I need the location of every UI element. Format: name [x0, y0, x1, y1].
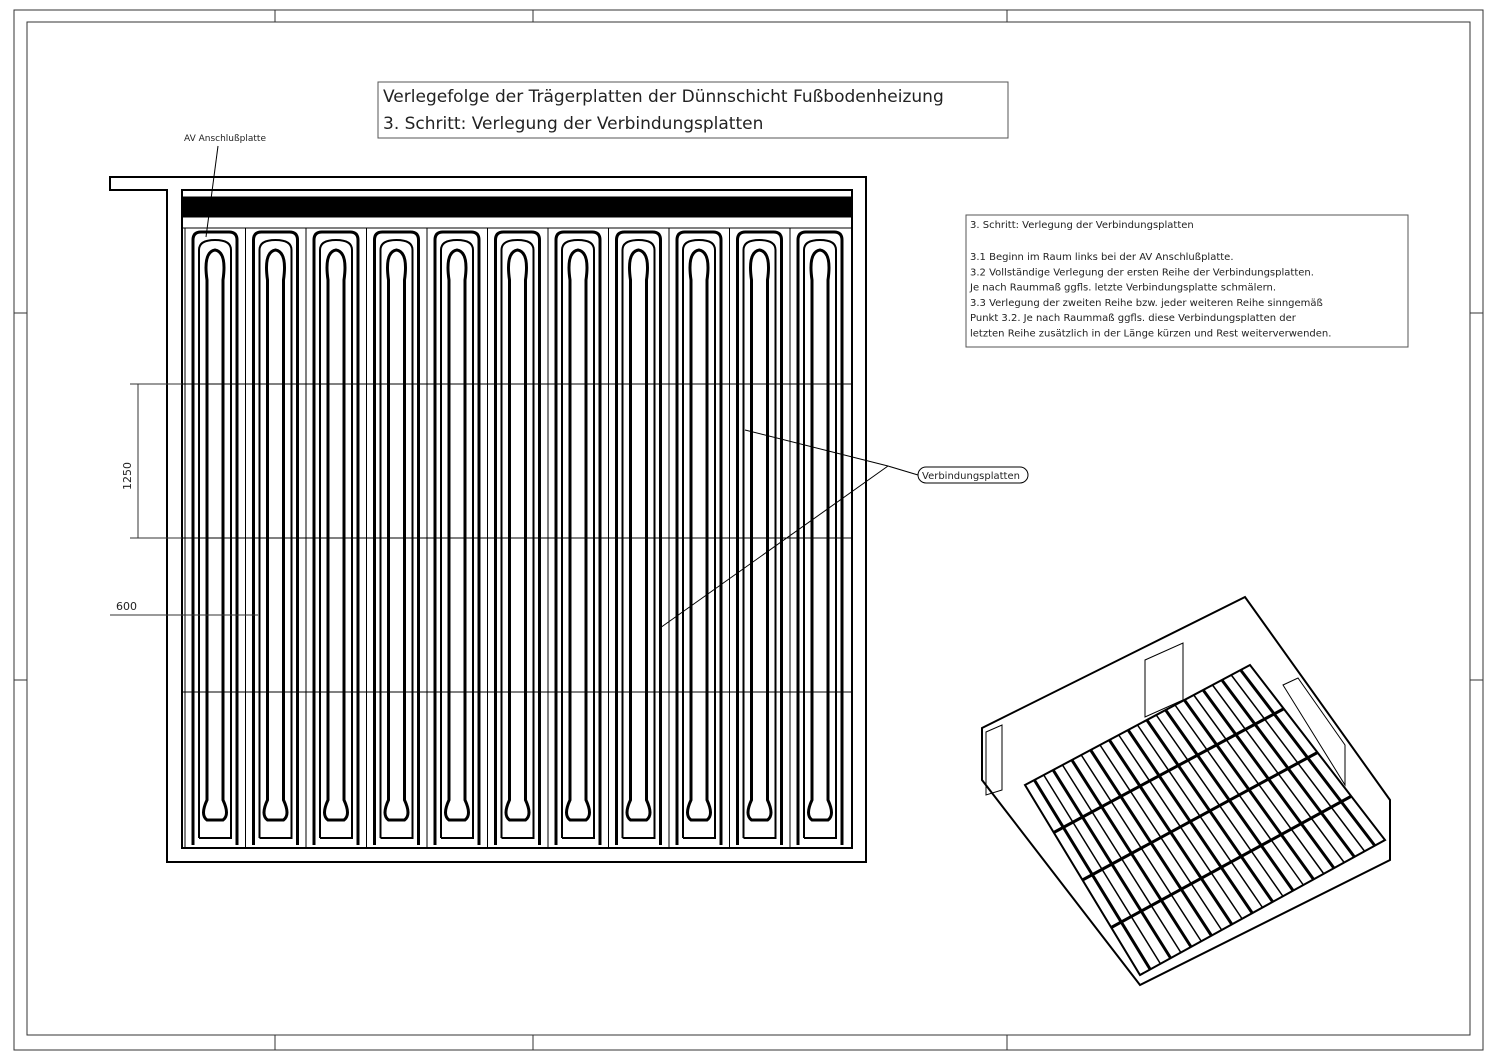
iso-wall-stub: [985, 724, 1003, 796]
heating-pipe-outer: [736, 230, 783, 845]
heating-pipe-inner: [565, 248, 591, 822]
heating-pipe-inner: [504, 248, 531, 822]
plate-row-lines: [182, 227, 852, 693]
heating-pipe-middle: [319, 238, 353, 839]
heating-pipe-outer: [312, 230, 360, 845]
heating-pipe-inner: [383, 248, 410, 822]
heating-pipe-outer: [373, 230, 420, 845]
instruction-line: 3.1 Beginn im Raum links bei der AV Ansc…: [970, 252, 1234, 263]
heating-pipe-outer: [675, 230, 723, 845]
instruction-line: letzten Reihe zusätzlich in der Länge kü…: [970, 329, 1331, 340]
iso-walls: [981, 595, 1391, 987]
dim-1250: 1250: [121, 462, 134, 490]
title-line-1: Verlegefolge der Trägerplatten der Dünns…: [383, 87, 944, 107]
sheet-inner-border: [26, 21, 1471, 1036]
heating-pipe-middle: [500, 238, 535, 839]
instruction-line: Punkt 3.2. Je nach Raummaß ggfls. diese …: [970, 313, 1297, 324]
heating-pipe-outer: [191, 230, 239, 845]
dim-600: 600: [116, 600, 137, 613]
heating-pipe-outer: [554, 230, 602, 845]
heating-pipe-middle: [198, 238, 232, 839]
heating-pipe-middle: [379, 238, 414, 839]
connection-plates-label: Verbindungsplatten: [922, 471, 1020, 482]
instruction-line: 3.2 Vollständige Verlegung der ersten Re…: [970, 267, 1314, 278]
heating-pipe-middle: [621, 238, 656, 839]
outer-wall: [109, 176, 867, 863]
instructions-box: [965, 214, 1409, 348]
iso-plate-row: [1110, 794, 1352, 929]
instruction-line: 3.3 Verlegung der zweiten Reihe bzw. jed…: [970, 298, 1323, 309]
heating-pipe-middle: [742, 238, 777, 839]
heating-pipe-outer: [494, 230, 541, 845]
sheet-zone-ticks: [14, 10, 1483, 1050]
heating-pipe-inner: [625, 248, 652, 822]
heating-pipe-inner: [746, 248, 773, 822]
iso-plate-row: [1053, 707, 1285, 834]
iso-door: [1144, 642, 1184, 718]
instructions-lines: 3.1 Beginn im Raum links bei der AV Ansc…: [969, 252, 1331, 340]
heating-pipe-middle: [561, 238, 595, 839]
heating-pipe-middle: [258, 238, 293, 839]
inner-wall: [181, 189, 853, 849]
iso-plate-row: [1081, 751, 1319, 882]
title-line-2: 3. Schritt: Verlegung der Verbindungspla…: [383, 114, 763, 134]
av-plate-label: AV Anschlußplatte: [184, 134, 266, 144]
heating-pipe-outer: [252, 230, 299, 845]
heating-pipe-middle: [682, 238, 716, 839]
manifold-strip: [181, 196, 853, 218]
isometric-view: [981, 595, 1391, 987]
sheet-outer-border: [13, 9, 1484, 1051]
connection-plates-leaders: [659, 429, 919, 629]
heating-pipe-inner: [202, 248, 228, 822]
dimension-lines: [110, 383, 258, 616]
heating-pipe-inner: [444, 248, 470, 822]
instruction-line: Je nach Raummaß ggfls. letzte Verbindung…: [969, 283, 1276, 294]
instructions-heading: 3. Schritt: Verlegung der Verbindungspla…: [970, 220, 1194, 231]
heating-pipe-inner: [262, 248, 289, 822]
heating-pipe-outer: [433, 230, 481, 845]
av-plate-leader: [205, 145, 219, 238]
title-box: [377, 81, 1009, 139]
heating-pipe-inner: [686, 248, 712, 822]
floor-plan: [109, 176, 867, 863]
heating-pipe-outer: [796, 230, 844, 845]
heating-pipe-inner: [807, 248, 833, 822]
iso-window: [1282, 677, 1346, 787]
heating-pipe-outer: [615, 230, 662, 845]
heating-pipe-inner: [323, 248, 349, 822]
heating-pipe-middle: [803, 238, 837, 839]
heating-pipe-middle: [440, 238, 474, 839]
